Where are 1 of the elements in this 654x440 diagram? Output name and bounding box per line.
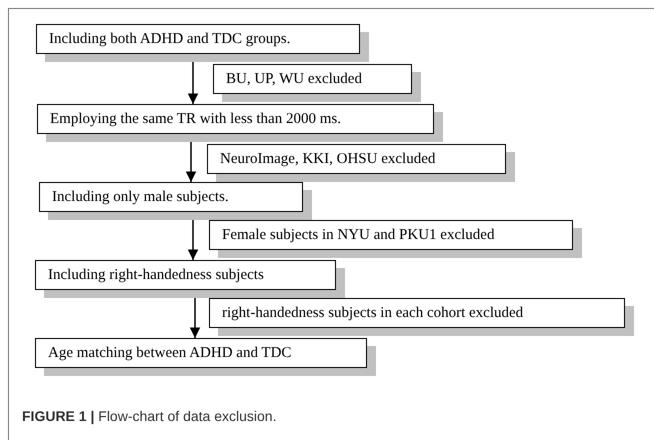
figure-caption: FIGURE 1 | Flow-chart of data exclusion. — [22, 408, 276, 424]
